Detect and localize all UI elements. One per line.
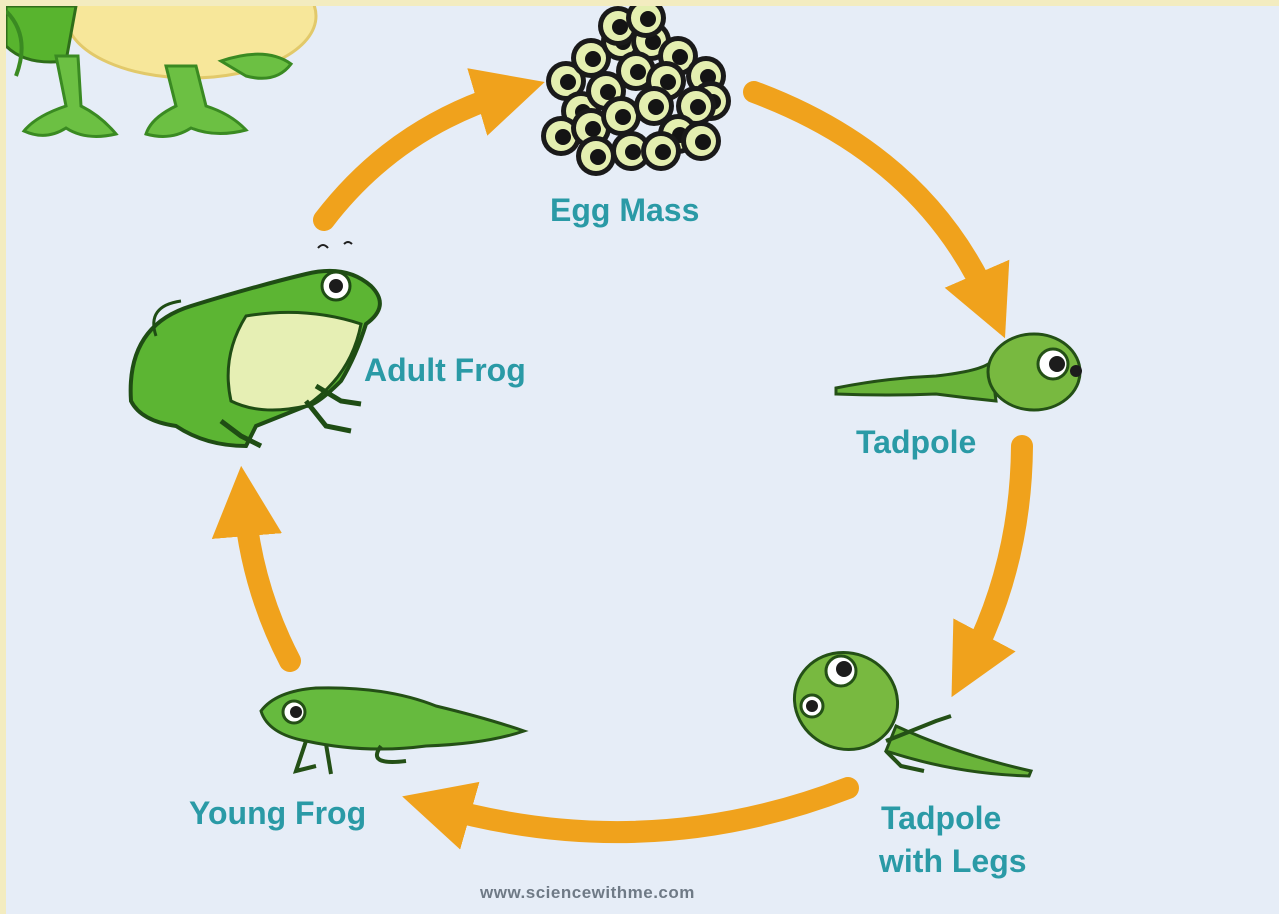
egg-yolk — [555, 129, 571, 145]
arrow-egg-to-tadpole — [754, 92, 991, 306]
egg-yolk — [695, 134, 711, 150]
egg-yolk — [585, 51, 601, 67]
egg-yolk — [560, 74, 576, 90]
egg-yolk — [640, 11, 656, 27]
egg-mass-label: Egg Mass — [550, 188, 699, 232]
egg-yolk — [660, 74, 676, 90]
tadpole-label: Tadpole — [856, 420, 976, 464]
arrow-young-to-adult — [244, 501, 290, 661]
adult-frog-label: Adult Frog — [364, 348, 526, 392]
egg-yolk — [655, 144, 671, 160]
tadpole-with-legs-label-line2: with Legs — [879, 839, 1027, 883]
tadpole-icon — [836, 334, 1082, 410]
young-frog-label: Young Frog — [189, 791, 366, 835]
arrow-legs-to-young — [436, 788, 848, 832]
egg-yolk — [690, 99, 706, 115]
arrow-tadpole-to-legs — [968, 446, 1022, 666]
egg-yolk — [590, 149, 606, 165]
egg-yolk — [625, 144, 641, 160]
egg-yolk — [615, 109, 631, 125]
diagram-artwork — [6, 6, 1279, 914]
source-credit: www.sciencewithme.com — [480, 883, 695, 903]
egg-mass-icon — [541, 6, 731, 176]
corner-frog-icon — [6, 6, 316, 136]
egg-yolk — [585, 121, 601, 137]
egg-yolk — [612, 19, 628, 35]
arrow-adult-to-egg — [324, 92, 511, 220]
tadpole-with-legs-icon — [781, 638, 1031, 776]
tadpole-with-legs-label-line1: Tadpole — [881, 796, 1001, 840]
egg-yolk — [672, 49, 688, 65]
adult-frog-icon — [131, 242, 380, 446]
egg-yolk — [630, 64, 646, 80]
young-frog-icon — [261, 688, 524, 774]
egg-yolk — [648, 99, 664, 115]
